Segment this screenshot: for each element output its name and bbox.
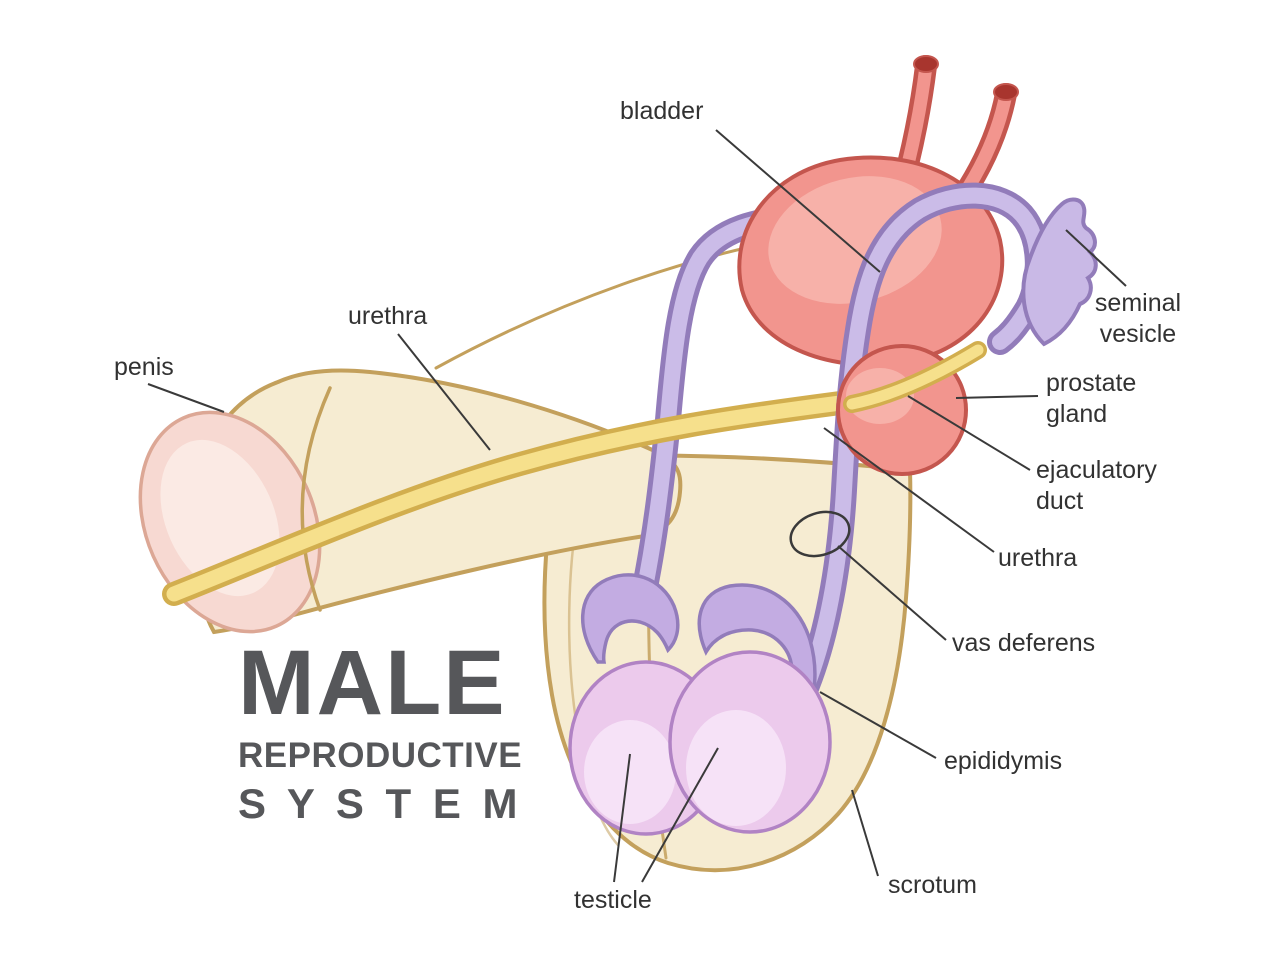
title-line-reproductive: REPRODUCTIVE [238, 736, 523, 776]
leader-lines [147, 129, 1127, 883]
testicle-right-highlight [686, 710, 786, 826]
seminal-vesicle-shape [1021, 197, 1098, 347]
ureter-opening [913, 55, 939, 73]
label-scrotum: scrotum [888, 871, 977, 899]
leader-seminal-vesicle [1065, 229, 1127, 287]
label-urethra-right: urethra [998, 544, 1078, 572]
ejaculatory-duct-tube [843, 341, 987, 413]
leader-testicle-left [613, 753, 631, 883]
vas-deferens-left-tube [629, 205, 808, 615]
bladder-highlight [768, 176, 942, 304]
label-vas-deferens: vas deferens [952, 629, 1096, 657]
title-line-male: MALE [238, 632, 507, 734]
leader-ejaculatory-duct [907, 395, 1031, 471]
label-bladder: bladder [620, 97, 704, 125]
leader-bladder [715, 129, 881, 273]
label-testicle: testicle [574, 886, 652, 914]
leader-scrotum [851, 789, 879, 877]
leader-prostate-gland [955, 395, 1039, 399]
leader-testicle-right [641, 747, 719, 883]
testicles-group [568, 573, 832, 836]
label-epididymis: epididymis [944, 747, 1063, 775]
leader-urethra-right [823, 427, 995, 553]
label-urethra-left: urethra [348, 302, 428, 330]
foreskin-fold-line [300, 386, 332, 612]
label-penis: penis [114, 353, 174, 381]
testicle-left-highlight [584, 720, 676, 824]
leader-vas-deferens [837, 545, 947, 641]
leader-epididymis [819, 691, 937, 759]
vas-deferens-ring-marker [789, 510, 851, 558]
diagram-title: MALE REPRODUCTIVE S Y S T E M [238, 632, 523, 828]
urethra-tube [162, 390, 860, 606]
leader-penis [147, 383, 225, 413]
ureter-opening [993, 83, 1019, 101]
label-ejaculatory-duct: ejaculatory duct [1036, 456, 1157, 515]
epididymis-left-shape [580, 573, 680, 664]
label-prostate-gland: prostate gland [1046, 369, 1137, 428]
label-seminal-vesicle: seminal vesicle [1094, 289, 1182, 348]
title-line-system: S Y S T E M [238, 780, 523, 828]
leader-urethra-left [397, 333, 491, 451]
